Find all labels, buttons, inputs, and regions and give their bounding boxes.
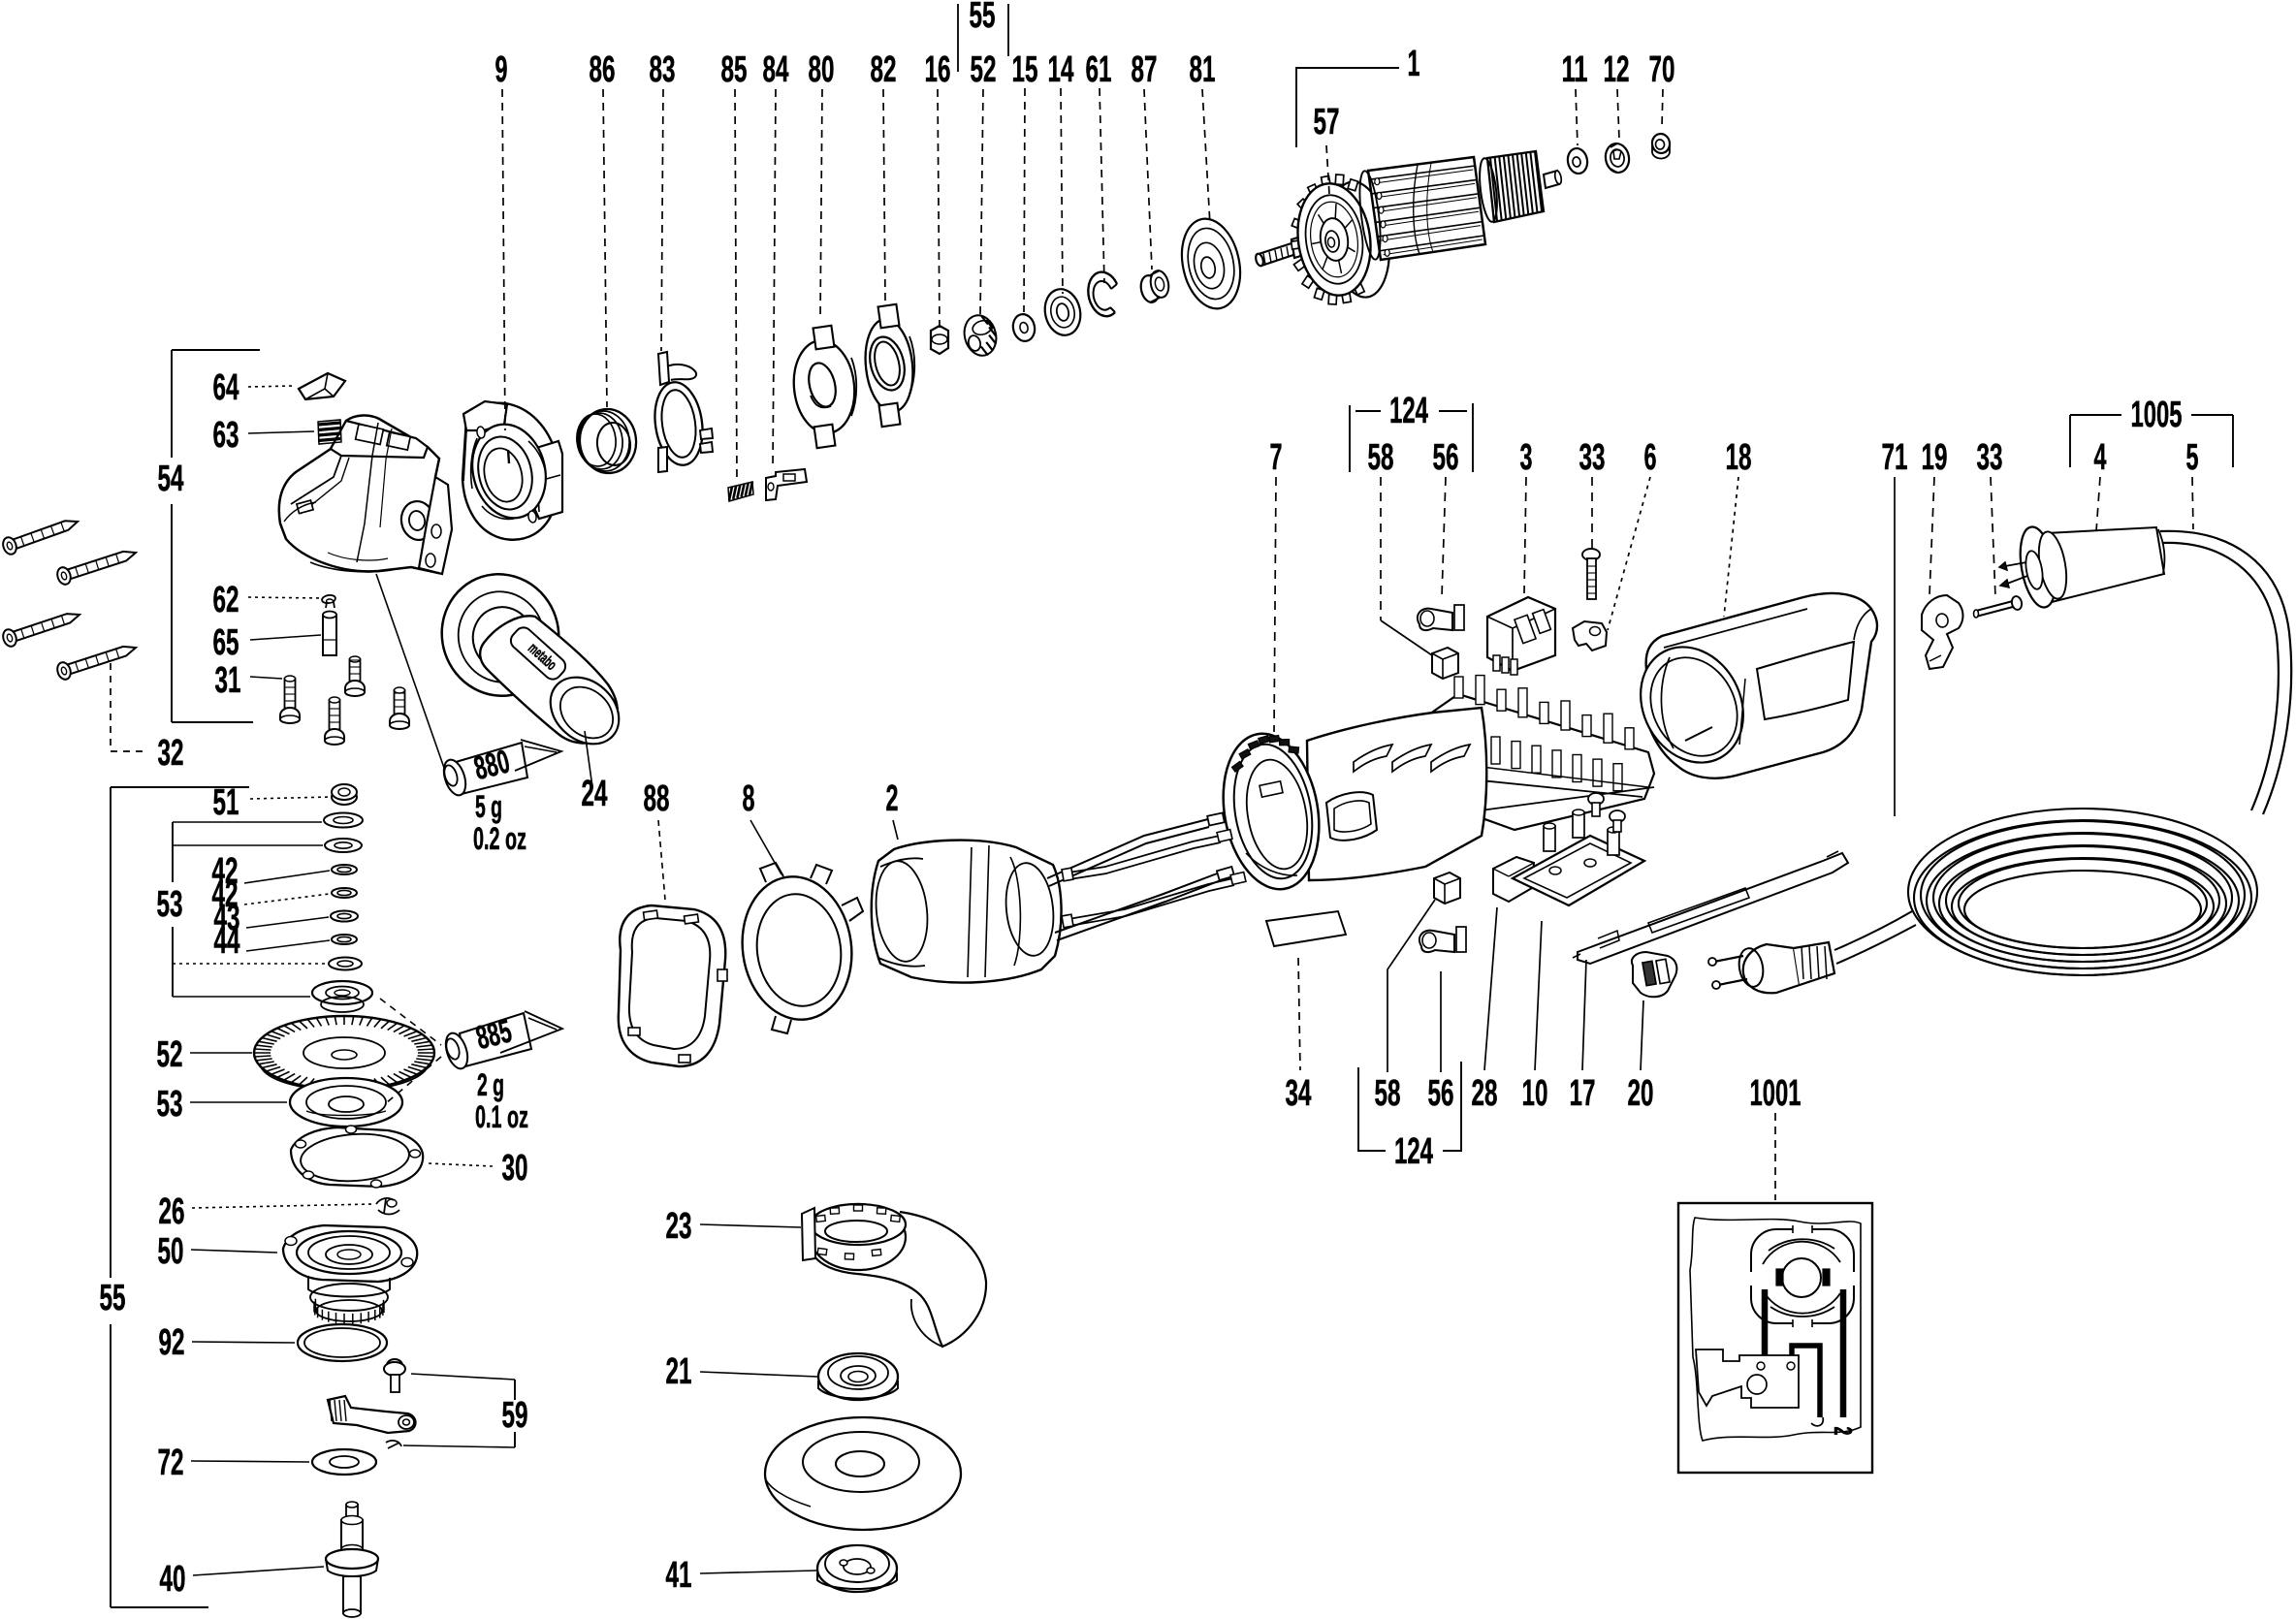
svg-text:14: 14 [1048, 49, 1074, 90]
svg-text:84: 84 [763, 49, 789, 90]
svg-text:53: 53 [157, 1084, 183, 1125]
svg-text:85: 85 [721, 49, 748, 90]
svg-text:42: 42 [212, 851, 239, 892]
svg-text:0.1 oz: 0.1 oz [475, 1099, 528, 1134]
svg-text:1: 1 [1408, 44, 1420, 84]
svg-text:2: 2 [886, 778, 899, 819]
svg-text:6: 6 [1644, 437, 1657, 478]
svg-text:56: 56 [1433, 437, 1459, 478]
svg-text:12: 12 [1604, 49, 1630, 90]
svg-text:17: 17 [1570, 1073, 1596, 1114]
svg-text:8: 8 [743, 778, 755, 819]
svg-text:16: 16 [925, 49, 951, 90]
svg-text:62: 62 [213, 580, 239, 620]
svg-text:33: 33 [1579, 437, 1606, 478]
svg-text:82: 82 [871, 49, 897, 90]
svg-text:86: 86 [590, 49, 616, 90]
svg-text:59: 59 [502, 1395, 528, 1436]
svg-text:19: 19 [1922, 437, 1948, 478]
svg-text:54: 54 [158, 459, 184, 499]
svg-text:58: 58 [1368, 437, 1394, 478]
svg-text:88: 88 [644, 778, 670, 819]
svg-text:0.2 oz: 0.2 oz [473, 821, 526, 856]
svg-text:3: 3 [1520, 437, 1533, 478]
svg-text:51: 51 [213, 782, 239, 823]
svg-text:31: 31 [215, 660, 241, 701]
svg-text:15: 15 [1012, 49, 1038, 90]
svg-text:80: 80 [809, 49, 835, 90]
svg-text:63: 63 [213, 415, 239, 456]
svg-text:18: 18 [1726, 437, 1752, 478]
svg-text:26: 26 [159, 1191, 185, 1232]
svg-text:34: 34 [1286, 1073, 1312, 1114]
svg-text:33: 33 [1977, 437, 2003, 478]
svg-text:23: 23 [666, 1206, 692, 1247]
svg-text:7: 7 [1270, 437, 1283, 478]
svg-text:32: 32 [158, 733, 184, 774]
svg-text:2 g: 2 g [477, 1067, 504, 1102]
svg-text:4: 4 [2094, 437, 2107, 478]
svg-text:28: 28 [1472, 1073, 1498, 1114]
svg-text:30: 30 [502, 1148, 528, 1189]
svg-text:55: 55 [970, 0, 996, 36]
svg-text:72: 72 [158, 1443, 184, 1483]
svg-text:55: 55 [100, 1278, 126, 1318]
svg-text:44: 44 [214, 921, 240, 962]
svg-text:41: 41 [666, 1555, 692, 1596]
svg-text:87: 87 [1132, 49, 1158, 90]
svg-text:124: 124 [1389, 391, 1428, 431]
svg-text:70: 70 [1649, 49, 1675, 90]
svg-text:1001: 1001 [1750, 1073, 1802, 1114]
svg-text:2: 2 [1829, 1427, 1858, 1436]
svg-text:9: 9 [495, 49, 508, 90]
svg-text:50: 50 [158, 1231, 184, 1272]
svg-text:83: 83 [650, 49, 676, 90]
svg-text:81: 81 [1190, 49, 1216, 90]
svg-text:124: 124 [1394, 1131, 1433, 1172]
svg-text:61: 61 [1086, 49, 1112, 90]
svg-text:5 g: 5 g [475, 789, 502, 824]
svg-text:65: 65 [213, 622, 239, 663]
svg-text:58: 58 [1375, 1073, 1401, 1114]
svg-text:71: 71 [1882, 437, 1908, 478]
svg-text:43: 43 [214, 898, 240, 938]
svg-text:24: 24 [582, 774, 608, 814]
svg-text:64: 64 [213, 367, 239, 408]
svg-text:11: 11 [1562, 49, 1588, 90]
svg-text:20: 20 [1628, 1073, 1654, 1114]
svg-text:56: 56 [1428, 1073, 1454, 1114]
svg-text:92: 92 [159, 1322, 185, 1363]
svg-text:57: 57 [1314, 102, 1340, 143]
svg-text:10: 10 [1522, 1073, 1548, 1114]
svg-text:42: 42 [212, 874, 239, 915]
svg-text:52: 52 [971, 49, 997, 90]
svg-text:40: 40 [160, 1559, 186, 1600]
svg-text:52: 52 [157, 1034, 183, 1075]
svg-text:53: 53 [157, 884, 183, 925]
svg-text:1005: 1005 [2131, 395, 2183, 435]
svg-text:5: 5 [2186, 437, 2199, 478]
svg-text:21: 21 [666, 1351, 692, 1392]
